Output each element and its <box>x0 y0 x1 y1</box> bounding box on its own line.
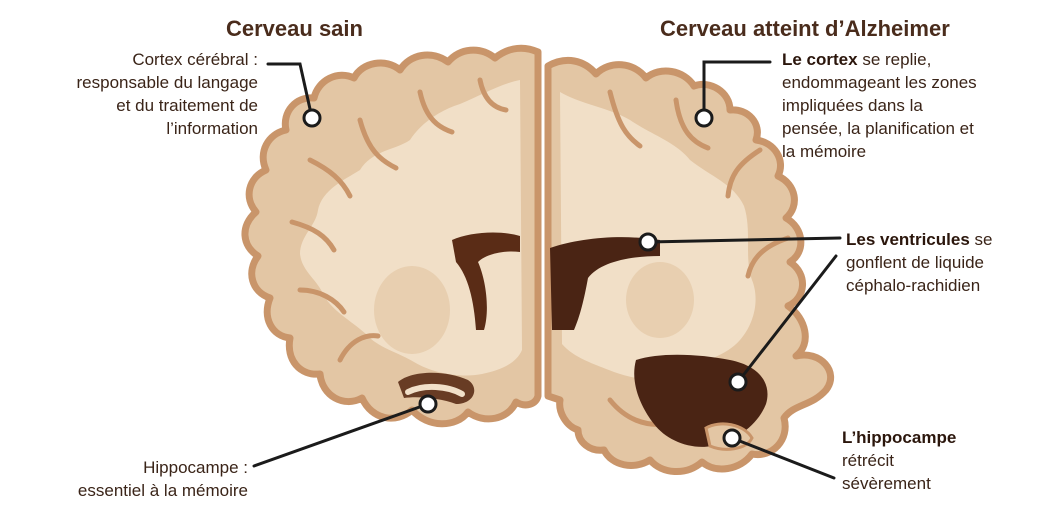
label-hippocampus-alz-line-1: rétrécit <box>842 449 1042 472</box>
healthy-brain <box>245 48 538 424</box>
dot-hippo-healthy <box>420 396 436 412</box>
label-cortex-healthy-title: Cortex cérébral : <box>0 48 258 71</box>
alzheimer-basal-ganglia <box>626 262 694 338</box>
label-ventricles-alzheimer: Les ventricules se gonflent de liquide c… <box>846 228 1046 297</box>
label-cortex-alz-line-4: la mémoire <box>782 140 1044 163</box>
label-hippocampus-alz-line-2: sévèrement <box>842 472 1042 495</box>
label-ventricles-alz-line-0: Les ventricules se <box>846 228 1046 251</box>
dot-cortex-alz <box>696 110 712 126</box>
label-cortex-healthy-line-1: responsable du langage <box>0 71 258 94</box>
label-ventricles-alz-bold: Les ventricules <box>846 230 970 249</box>
dot-ventricles-alz <box>640 234 656 250</box>
label-ventricles-alz-line-1: gonflent de liquide <box>846 251 1046 274</box>
label-cortex-alz-bold: Le cortex <box>782 50 858 69</box>
label-cortex-healthy-line-2: et du traitement de <box>0 94 258 117</box>
title-alzheimer-brain: Cerveau atteint d’Alzheimer <box>660 16 950 42</box>
label-cortex-alzheimer: Le cortex se replie, endommageant les zo… <box>782 48 1044 163</box>
leader-hippo-healthy <box>254 404 428 466</box>
label-hippocampus-alz-title: L’hippocampe <box>842 428 956 447</box>
label-cortex-healthy: Cortex cérébral : responsable du langage… <box>0 48 258 140</box>
label-hippocampus-alzheimer: L’hippocampe rétrécit sévèrement <box>842 426 1042 495</box>
healthy-basal-ganglia <box>374 266 450 354</box>
label-cortex-alz-line-3: pensée, la planification et <box>782 117 1044 140</box>
label-cortex-healthy-line-3: l’information <box>0 117 258 140</box>
label-cortex-alz-line-2: impliquées dans la <box>782 94 1044 117</box>
dot-ventricles-alz-2 <box>730 374 746 390</box>
label-ventricles-alz-line-2: céphalo-rachidien <box>846 274 1046 297</box>
title-healthy-brain: Cerveau sain <box>226 16 363 42</box>
dot-hippo-alz <box>724 430 740 446</box>
label-cortex-alz-rest: se replie, <box>858 50 932 69</box>
label-cortex-alz-line-0: Le cortex se replie, <box>782 48 1044 71</box>
label-cortex-alz-line-1: endommageant les zones <box>782 71 1044 94</box>
label-hippocampus-healthy: Hippocampe : essentiel à la mémoire <box>8 456 248 502</box>
label-hippocampus-healthy-title: Hippocampe : <box>8 456 248 479</box>
label-ventricles-alz-rest: se <box>970 230 993 249</box>
dot-cortex-healthy <box>304 110 320 126</box>
label-hippocampus-healthy-line-1: essentiel à la mémoire <box>8 479 248 502</box>
